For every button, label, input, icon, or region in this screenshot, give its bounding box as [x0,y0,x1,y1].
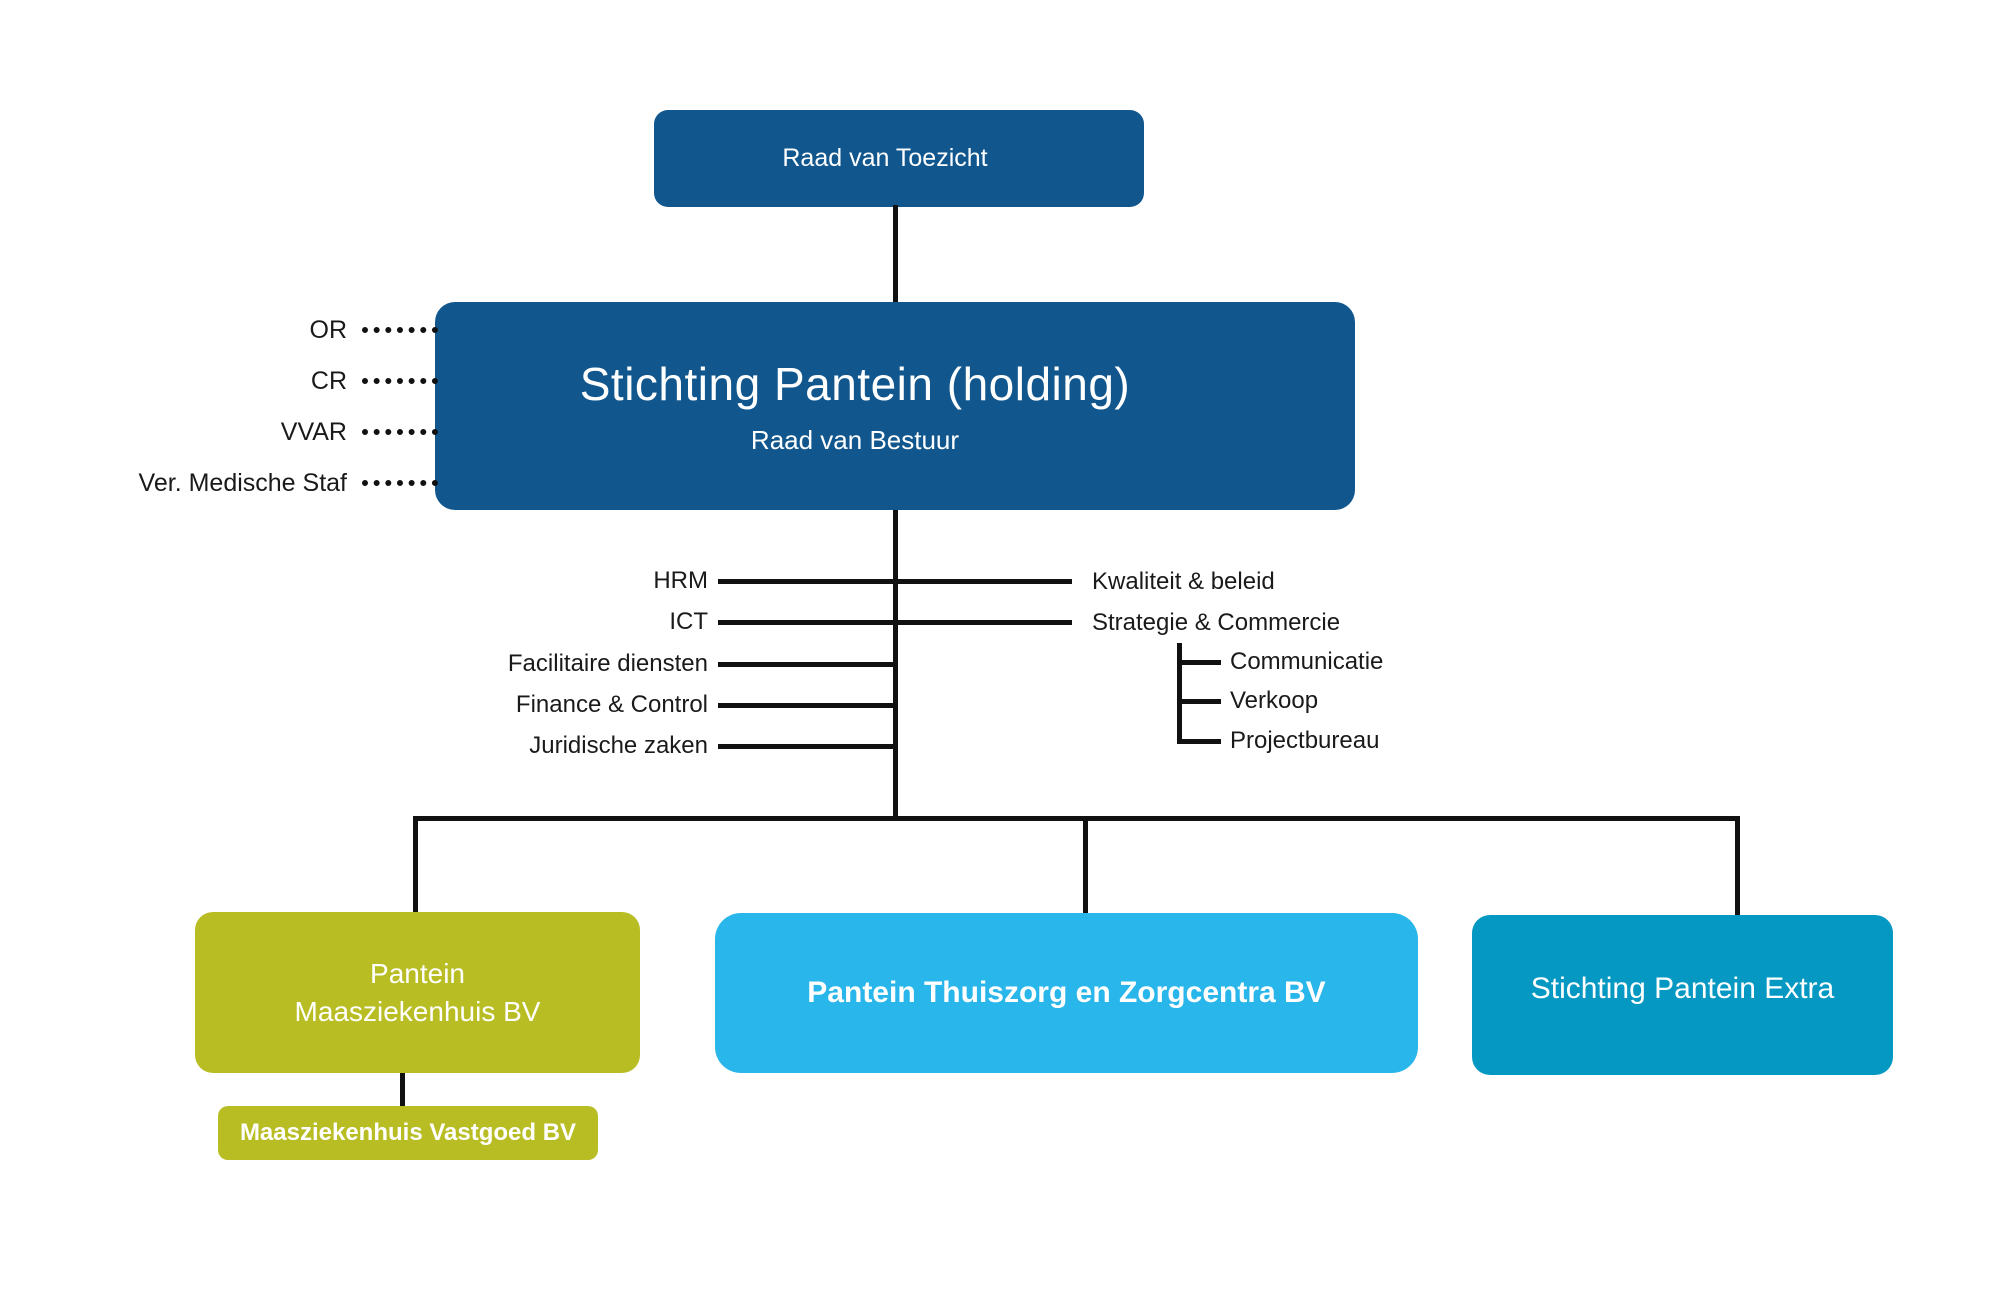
holding-title: Stichting Pantein (holding) [579,357,1131,410]
drop-line-maasziekenhuis [413,816,418,913]
maasziekenhuis-label-line1: Pantein [370,957,465,989]
dotted-connector-cr [362,378,438,384]
sub-branch-tick-communicatie [1177,660,1221,665]
vastgoed-label: Maasziekenhuis Vastgoed BV [239,1119,577,1146]
pantein-maasziekenhuis-box: Pantein Maasziekenhuis BV [195,912,640,1073]
dotted-connector-or [362,327,438,333]
sub-label-projectbureau: Projectbureau [1230,727,1380,754]
sub-branch-vertical [1177,643,1182,744]
advisory-row-vvar: VVAR [0,414,438,450]
sub-branch-tick-projectbureau [1177,739,1221,744]
holding-subtitle: Raad van Bestuur [750,424,960,455]
advisory-row-medische-staf: Ver. Medische Staf [0,465,438,501]
holding-text-block: Stichting Pantein (holding) Raad van Bes… [580,357,1211,456]
staff-label-hrm: HRM [653,567,708,594]
staff-label-kwaliteit-beleid: Kwaliteit & beleid [1092,568,1275,595]
advisory-label-or: OR [309,315,348,344]
drop-line-thuiszorg [1083,816,1088,914]
connector-toezicht-holding [893,205,898,305]
stichting-pantein-holding-box: Stichting Pantein (holding) Raad van Bes… [435,302,1355,510]
raad-van-toezicht-label: Raad van Toezicht [782,144,988,172]
maasziekenhuis-label-line2: Maasziekenhuis BV [294,995,541,1027]
branch-line [413,816,1740,821]
staff-line-facilitaire [718,662,898,667]
thuiszorg-label: Pantein Thuiszorg en Zorgcentra BV [807,976,1326,1009]
staff-line-finance [718,703,898,708]
staff-label-finance-control: Finance & Control [515,691,708,718]
advisory-row-or: OR [0,312,438,348]
raad-van-toezicht-box: Raad van Toezicht [654,110,1144,207]
staff-label-juridische-zaken: Juridische zaken [529,732,708,759]
drop-line-pantein-extra [1735,816,1740,916]
sub-branch-tick-verkoop [1177,699,1221,704]
staff-line-juridische [718,744,898,749]
advisory-label-vvar: VVAR [280,417,347,446]
dotted-connector-vvar [362,429,438,435]
staff-label-strategie-commercie: Strategie & Commercie [1092,609,1341,636]
staff-label-facilitaire-diensten: Facilitaire diensten [507,650,708,677]
sub-label-verkoop: Verkoop [1230,687,1319,714]
staff-line-hrm-kwaliteit [718,579,1072,584]
maasziekenhuis-vastgoed-box: Maasziekenhuis Vastgoed BV [218,1106,598,1160]
advisory-label-cr: CR [310,366,347,395]
sub-label-communicatie: Communicatie [1230,648,1384,675]
advisory-label-medische-staf: Ver. Medische Staf [138,468,347,497]
pantein-thuiszorg-box: Pantein Thuiszorg en Zorgcentra BV [715,913,1418,1073]
staff-label-ict: ICT [669,608,708,635]
connector-maasziekenhuis-vastgoed [400,1073,405,1107]
pantein-extra-label: Stichting Pantein Extra [1530,972,1835,1005]
staff-line-ict-strategie [718,620,1072,625]
advisory-row-cr: CR [0,363,438,399]
dotted-connector-medische-staf [362,480,438,486]
stichting-pantein-extra-box: Stichting Pantein Extra [1472,915,1893,1075]
